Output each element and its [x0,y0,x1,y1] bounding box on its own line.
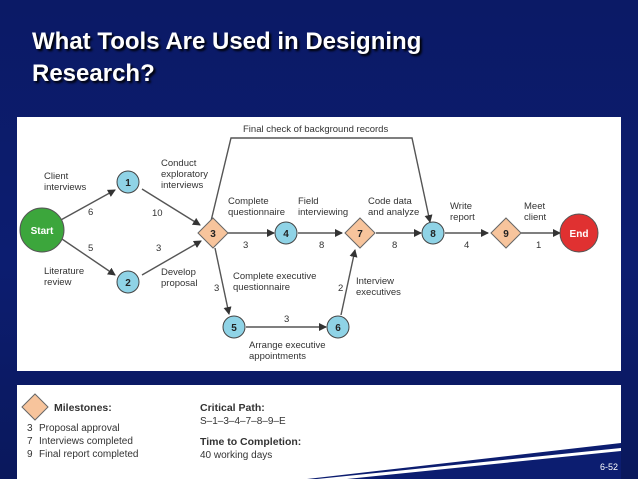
label-complete-exec-1: Complete executive [233,271,316,282]
duration-start-1: 6 [88,207,93,218]
duration-5-6: 3 [284,314,289,325]
edge-2-3 [141,240,202,276]
duration-9-end: 1 [536,240,541,251]
milestone-num-3: 9 [27,449,33,460]
title-line-1: What Tools Are Used in Designing [32,28,422,55]
edge-start-2 [58,236,116,276]
end-node: End [559,213,599,253]
milestone-legend-icon [21,393,49,421]
edge-6-7 [340,249,358,316]
decorative-stripe-accent [317,448,621,479]
decorative-stripe [307,443,621,479]
duration-7-8: 8 [392,240,397,251]
edge-final-check [210,137,433,223]
duration-4-7: 8 [319,240,324,251]
node-8-label: 8 [430,229,436,240]
label-write-2: report [450,212,475,223]
label-literature-review-2: review [44,277,72,288]
label-complete-q-1: Complete [228,196,269,207]
critical-path-title: Critical Path: [200,402,265,414]
label-complete-q-2: questionnaire [228,207,285,218]
label-meet-2: client [524,212,547,223]
milestone-text-2: Interviews completed [39,436,133,447]
label-conduct-3: interviews [161,180,203,191]
label-develop-2: proposal [161,278,197,289]
edge-1-3 [141,188,201,226]
milestone-num-2: 7 [27,436,33,447]
label-code-1: Code data [368,196,413,207]
label-literature-review-1: Literature [44,266,84,277]
label-complete-exec-2: questionnaire [233,282,290,293]
milestone-3-label: 3 [210,229,216,240]
node-2: 2 [116,270,140,294]
legend-panel: Milestones: 3 Proposal approval 7 Interv… [17,385,621,479]
duration-8-9: 4 [464,240,469,251]
milestone-text-1: Proposal approval [39,423,120,434]
label-develop-1: Develop [161,267,196,278]
label-field-2: interviewing [298,207,348,218]
critical-path-value: S–1–3–4–7–8–9–E [200,416,286,427]
end-label: End [570,229,589,240]
label-conduct-2: exploratory [161,169,208,180]
node-5: 5 [222,315,246,339]
label-interview-exec-1: Interview [356,276,394,287]
node-6: 6 [326,315,350,339]
node-1: 1 [116,170,140,194]
start-node: Start [19,207,65,253]
milestone-7-label: 7 [357,229,363,240]
duration-start-2: 5 [88,243,93,254]
page-number: 6-52 [600,462,619,472]
label-final-check: Final check of background records [243,124,388,135]
milestone-num-1: 3 [27,423,33,434]
node-4-label: 4 [283,229,289,240]
duration-2-3: 3 [156,243,161,254]
milestone-3: 3 [197,217,229,249]
duration-6-7: 2 [338,283,343,294]
network-diagram: Start End 1 2 4 8 5 6 [19,124,599,362]
node-4: 4 [274,221,298,245]
label-write-1: Write [450,201,472,212]
node-8: 8 [421,221,445,245]
edge-3-5 [214,247,232,315]
node-6-label: 6 [335,323,341,334]
slide-title: What Tools Are Used in Designing Researc… [32,26,592,90]
label-meet-1: Meet [524,201,545,212]
node-2-label: 2 [125,278,131,289]
label-client-interviews-2: interviews [44,182,86,193]
time-value: 40 working days [200,450,272,461]
label-arrange-2: appointments [249,351,306,362]
start-label: Start [31,226,54,237]
label-client-interviews-1: Client [44,171,69,182]
label-code-2: and analyze [368,207,419,218]
label-arrange-1: Arrange executive [249,340,326,351]
milestone-9-label: 9 [503,229,509,240]
duration-3-4: 3 [243,240,248,251]
label-conduct-1: Conduct [161,158,197,169]
label-interview-exec-2: executives [356,287,401,298]
edge-start-1 [58,189,116,222]
duration-3-5: 3 [214,283,219,294]
title-line-2: Research? [32,60,155,87]
milestones-title: Milestones: [54,402,112,414]
milestone-9: 9 [490,217,522,249]
duration-1-3: 10 [152,208,163,219]
network-diagram-panel: Start End 1 2 4 8 5 6 [17,117,621,371]
time-title: Time to Completion: [200,436,301,448]
legend: Milestones: 3 Proposal approval 7 Interv… [21,393,621,479]
node-5-label: 5 [231,323,237,334]
milestone-text-3: Final report completed [39,449,139,460]
label-field-1: Field [298,196,319,207]
node-1-label: 1 [125,178,131,189]
edges [58,137,561,331]
milestone-7: 7 [344,217,376,249]
